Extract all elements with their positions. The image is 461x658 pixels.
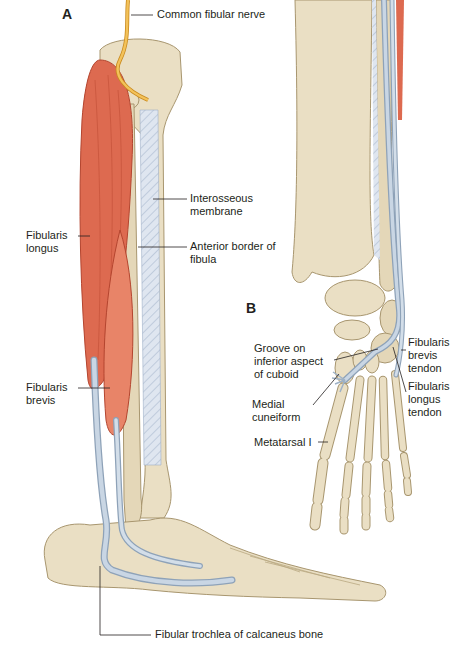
part-label: Groove on inferior aspect of cuboid: [254, 342, 334, 381]
panel-letter: A: [62, 6, 82, 22]
part-label: Fibularis brevis: [26, 381, 78, 407]
part-label: Metatarsal I: [254, 436, 318, 449]
leg-lateral-view: [44, 0, 385, 601]
part-label: Fibularis longus: [26, 229, 78, 255]
part-label: Fibular trochlea of calcaneus bone: [155, 628, 355, 641]
part-label: Medial cuneiform: [252, 398, 312, 424]
foot-anterior-view: [292, 0, 408, 530]
part-label: Common fibular nerve: [157, 8, 297, 21]
panel-letter: B: [246, 300, 266, 316]
leader-lines: [78, 15, 406, 635]
part-label: Fibularis brevis tendon: [408, 336, 458, 375]
part-label: Interosseous membrane: [190, 192, 270, 218]
part-label: Fibularis longus tendon: [408, 380, 458, 419]
part-label: Anterior border of fibula: [190, 240, 285, 266]
muscle-strip: [396, 0, 404, 120]
